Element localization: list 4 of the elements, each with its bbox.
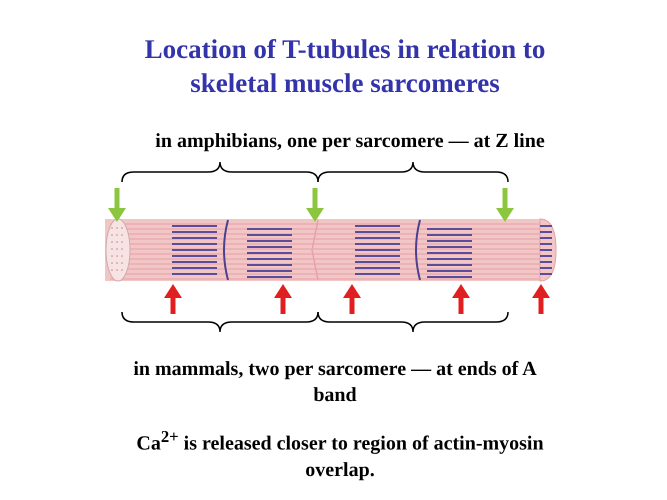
title: Location of T-tubules in relation to skeletal muscle sarcomeres [144,33,546,100]
lower-caption: in mammals, two per sarcomere — at ends of A band [132,357,538,408]
upper-caption: in amphibians, one per sarcomere — at Z line [154,129,546,154]
note: Ca$^{2+}$ is released closer to region of actin-myosin overlap. [135,426,545,483]
